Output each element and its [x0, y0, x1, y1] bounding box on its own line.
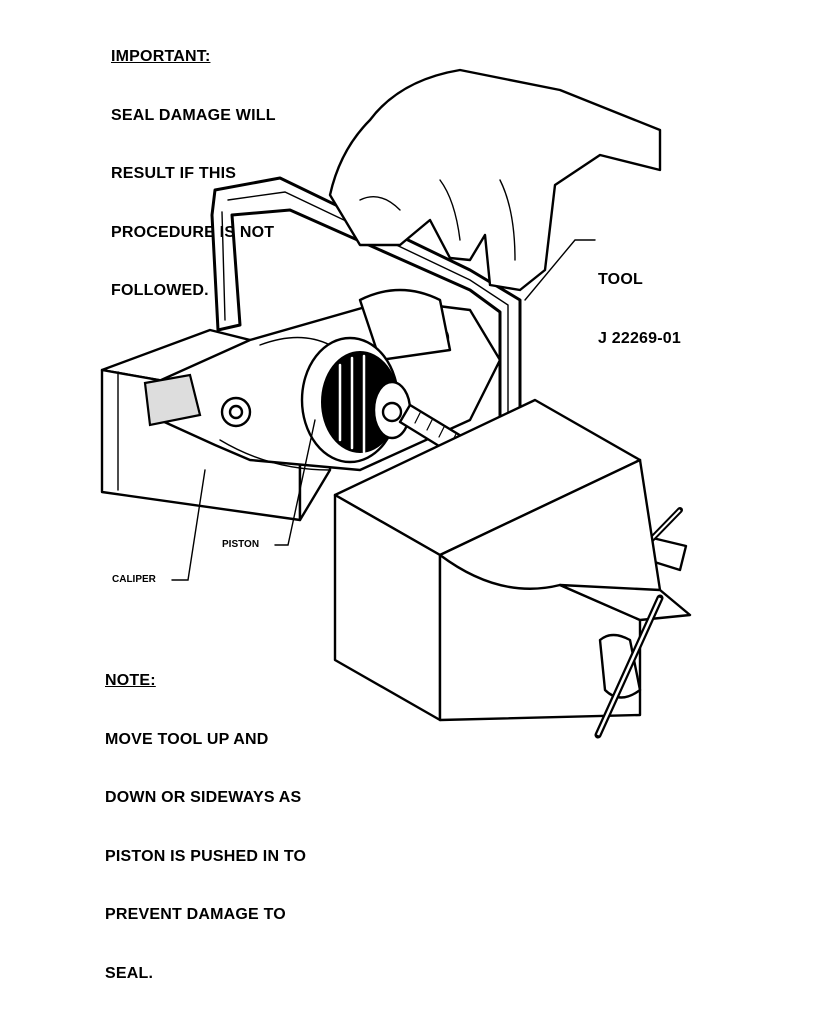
important-line-1: SEAL DAMAGE WILL [111, 106, 276, 124]
caliper-piston-tool-drawing [100, 68, 692, 739]
caliper-label: CALIPER [112, 574, 156, 585]
important-notice: IMPORTANT: SEAL DAMAGE WILL RESULT IF TH… [111, 8, 276, 340]
note-block: NOTE: MOVE TOOL UP AND DOWN OR SIDEWAYS … [105, 632, 306, 1022]
piston [300, 336, 412, 464]
note-line-4: PREVENT DAMAGE TO [105, 906, 286, 924]
vise [333, 398, 692, 739]
piston-label: PISTON [222, 539, 260, 550]
note-line-5: SEAL. [105, 964, 154, 982]
important-line-3: PROCEDURE IS NOT [111, 223, 275, 241]
important-line-4: FOLLOWED. [111, 282, 209, 300]
note-heading: NOTE: [105, 672, 156, 690]
illustration: IMPORTANT: SEAL DAMAGE WILL RESULT IF TH… [100, 8, 692, 982]
note-line-2: DOWN OR SIDEWAYS AS [105, 789, 302, 807]
important-line-2: RESULT IF THIS [111, 165, 237, 183]
tool-label-line-2: J 22269-01 [598, 329, 681, 347]
note-line-3: PISTON IS PUSHED IN TO [105, 847, 307, 865]
leader-lines [171, 239, 596, 581]
note-line-1: MOVE TOOL UP AND [105, 730, 269, 748]
tool-label: TOOL J 22269-01 [598, 231, 681, 387]
hand [328, 68, 662, 292]
important-heading: IMPORTANT: [111, 48, 211, 66]
tool-label-line-1: TOOL [598, 271, 643, 289]
